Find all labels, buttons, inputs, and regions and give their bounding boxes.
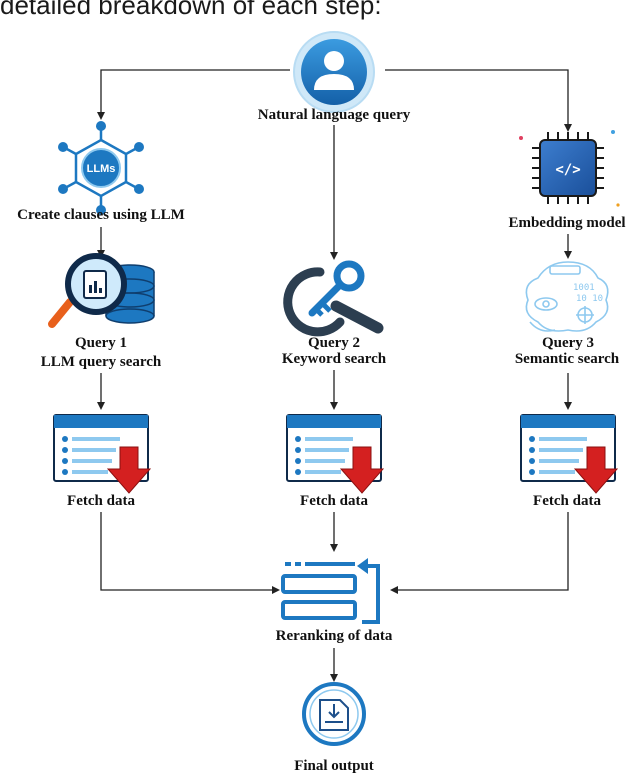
label-fetch-data-1: Fetch data [67,493,135,509]
fetch-document-icon-3 [520,414,619,494]
llm-badge-text: LLMs [87,163,116,175]
svg-text:1001: 1001 [573,283,595,293]
llm-network-icon: LLMs [58,121,144,215]
label-natural-language-query: Natural language query [257,107,411,123]
connectors [97,69,572,682]
edge-user-to-embedding [385,69,572,132]
label-query2-title: Query 2 [307,335,361,351]
label-fetch-data-3: Fetch data [533,493,601,509]
label-final-output: Final output [294,758,374,774]
fetch-document-icon-2 [286,414,385,494]
database-search-icon [48,253,155,328]
label-query3-title: Query 3 [541,335,595,351]
fetch-document-icon-1 [53,414,152,494]
edge-user-to-clauses [97,69,290,120]
final-output-icon [302,682,366,746]
label-query1-title: Query 1 [74,335,128,351]
reranking-list-icon [281,558,380,624]
label-create-clauses: Create clauses using LLM [17,207,185,223]
chip-code-icon: </> [519,130,620,207]
label-reranking: Reranking of data [275,628,393,644]
svg-text:</>: </> [555,162,580,178]
header-text: detailed breakdown of each step: [0,0,382,20]
key-search-icon [283,260,384,337]
label-query2-sub: Keyword search [281,351,387,367]
label-query3-sub: Semantic search [514,351,620,367]
edge-fetch1-to-rerank [100,512,280,594]
svg-text:10 10: 10 10 [576,294,603,304]
semantic-ai-icon: 1001 10 10 [525,261,609,332]
label-embedding-model: Embedding model [508,215,626,231]
label-query1-sub: LLM query search [40,354,162,370]
label-fetch-data-2: Fetch data [300,493,368,509]
edge-fetch3-to-rerank [390,512,569,594]
user-avatar-icon [293,31,375,113]
